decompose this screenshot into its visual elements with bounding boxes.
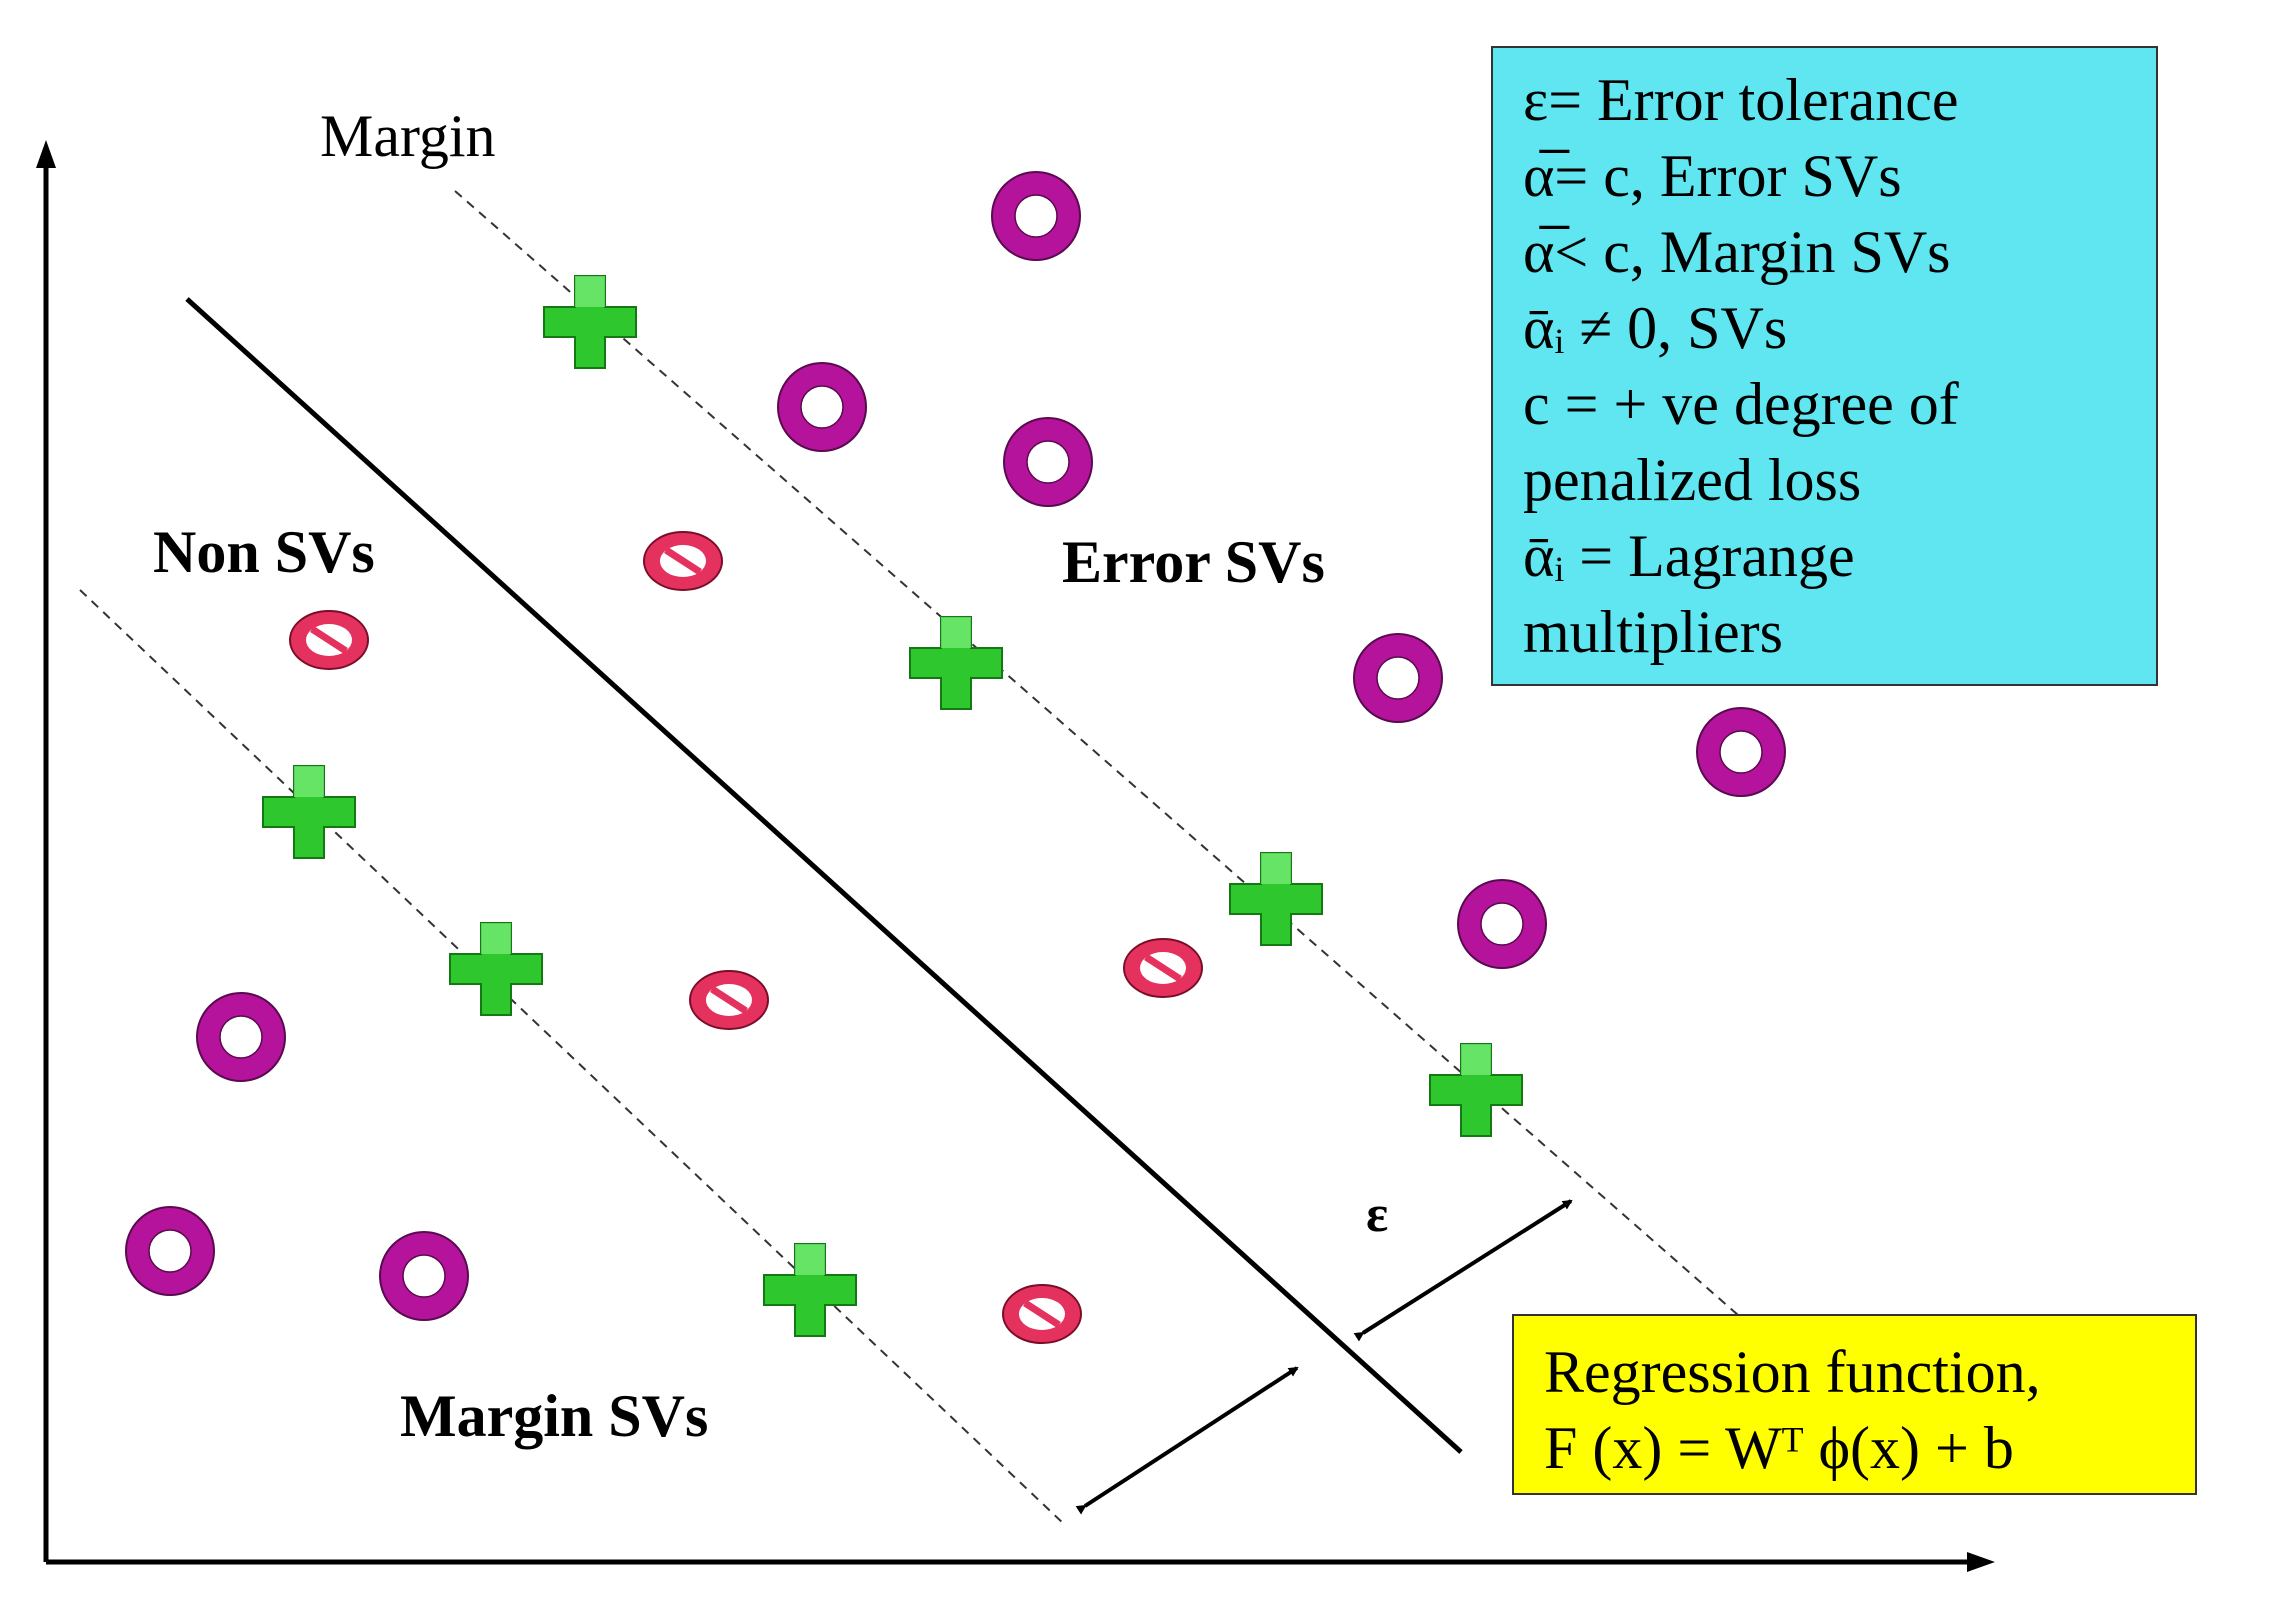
- green-plus-icon: [1229, 852, 1323, 946]
- no-entry-icon: [1002, 1284, 1082, 1344]
- ring-magenta-ring-icon: [125, 1206, 215, 1296]
- no-entry-icon: [643, 531, 723, 591]
- green-plus-icon: [262, 765, 356, 859]
- legend-line-6: penalized loss: [1523, 447, 1862, 513]
- legend-line-5: c = + ve degree of: [1523, 371, 1959, 437]
- epsilon-arrow-upper: [1353, 1199, 1573, 1342]
- regression-formula: F (x) = Wᵀ ϕ(x) + b: [1544, 1415, 2014, 1481]
- green-plus-icon: [909, 616, 1003, 710]
- x-axis-arrow-icon: [1967, 1552, 1995, 1572]
- legend-line-1: ε= Error tolerance: [1523, 67, 1959, 133]
- ring-magenta-ring-icon: [991, 171, 1081, 261]
- legend-box: ε= Error tolerance α̅= c, Error SVs α̅< …: [1491, 46, 2158, 686]
- ring-magenta-ring-icon: [196, 992, 286, 1082]
- regression-title: Regression function,: [1544, 1339, 2041, 1405]
- regression-line: [185, 297, 1463, 1454]
- green-plus-icon: [1429, 1043, 1523, 1137]
- green-plus-icon: [543, 275, 637, 369]
- lower-margin-line: [79, 589, 1066, 1526]
- non-svs-label: Non SVs: [153, 519, 375, 585]
- legend-line-2: α̅= c, Error SVs: [1523, 143, 1902, 209]
- green-plus-icon: [763, 1243, 857, 1337]
- regression-box: Regression function, F (x) = Wᵀ ϕ(x) + b: [1512, 1314, 2197, 1495]
- error-svs-label: Error SVs: [1062, 529, 1325, 595]
- legend-line-7: ᾱᵢ = Lagrange: [1523, 523, 1855, 589]
- upper-margin-line: [454, 190, 1739, 1316]
- ring-magenta-ring-icon: [1696, 707, 1786, 797]
- epsilon-label: ε: [1366, 1186, 1389, 1243]
- epsilon-arrow-lower: [1075, 1366, 1299, 1515]
- margin-label: Margin: [320, 103, 496, 169]
- legend-line-8: multipliers: [1523, 599, 1783, 665]
- ring-magenta-ring-icon: [379, 1231, 469, 1321]
- no-entry-icon: [689, 970, 769, 1030]
- ring-magenta-ring-icon: [777, 362, 867, 452]
- ring-magenta-ring-icon: [1353, 633, 1443, 723]
- points-layer: [125, 171, 1786, 1344]
- no-entry-icon: [1123, 938, 1203, 998]
- legend-line-4: ᾱᵢ ≠ 0, SVs: [1523, 295, 1788, 361]
- green-plus-icon: [449, 922, 543, 1016]
- ring-magenta-ring-icon: [1003, 417, 1093, 507]
- y-axis-arrow-icon: [36, 140, 56, 168]
- margin-svs-label: Margin SVs: [400, 1383, 709, 1449]
- legend-line-3: α̅< c, Margin SVs: [1523, 219, 1951, 285]
- ring-magenta-ring-icon: [1457, 879, 1547, 969]
- no-entry-icon: [289, 610, 369, 670]
